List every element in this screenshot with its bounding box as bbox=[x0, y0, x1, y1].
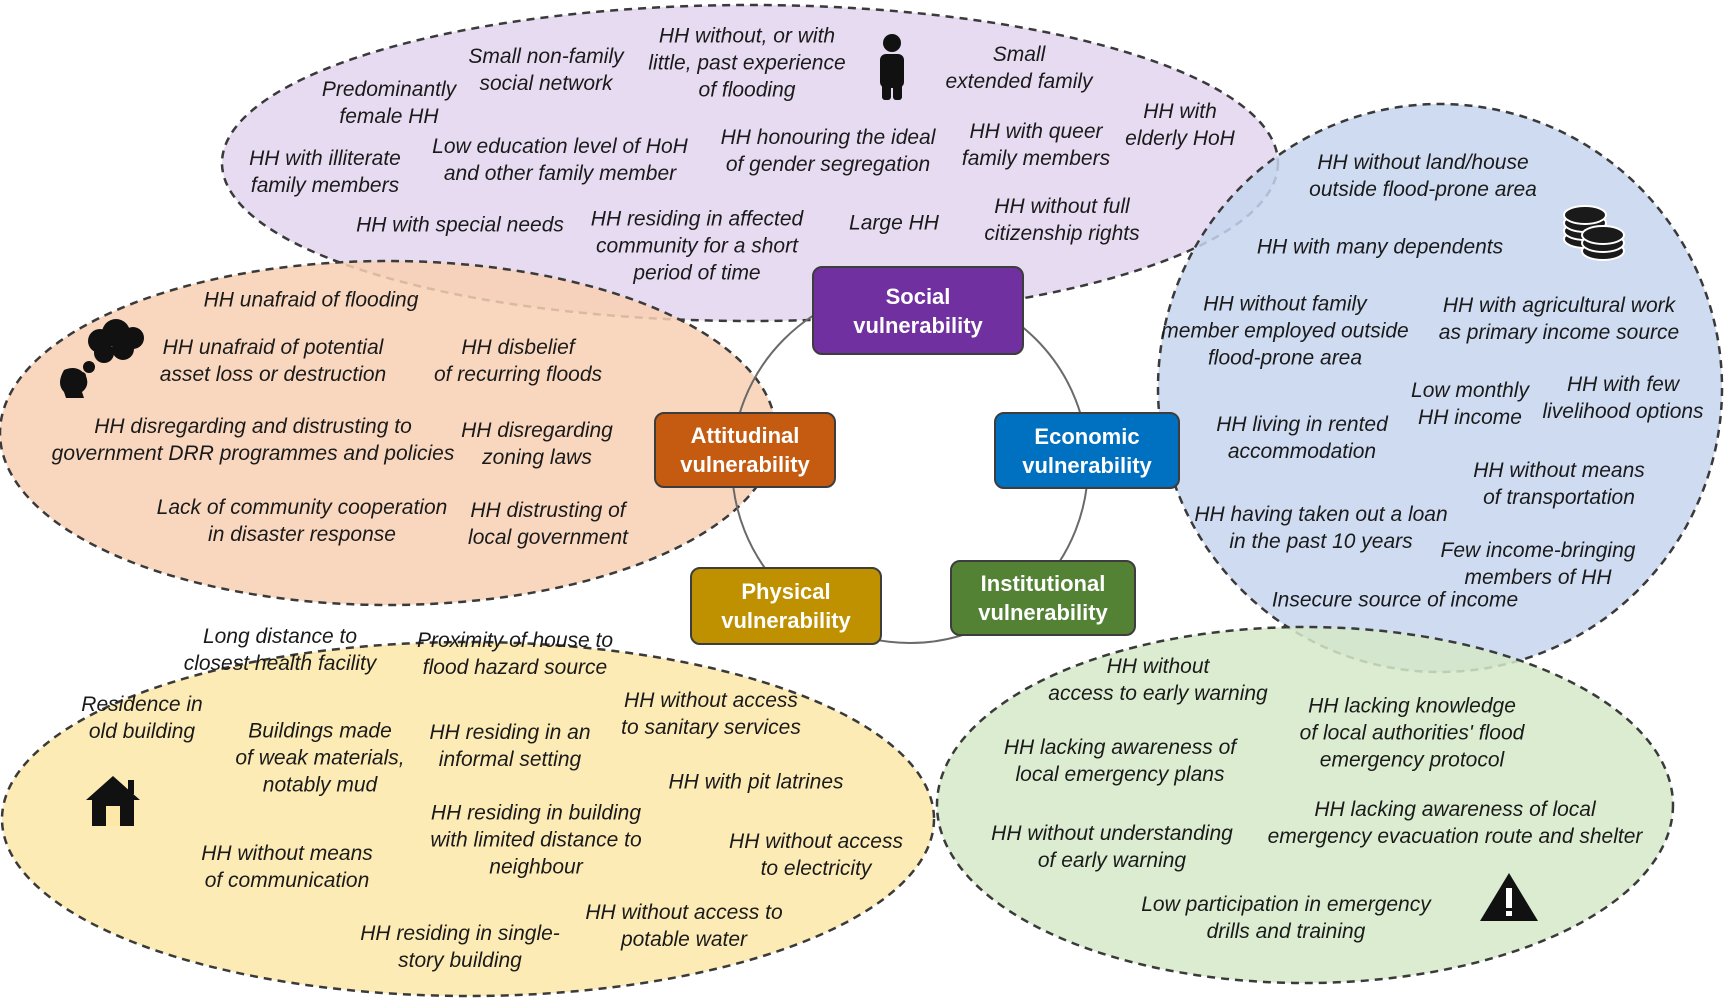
physical-item: HH residing in an informal setting bbox=[429, 721, 591, 771]
economic-item: HH living in rented accommodation bbox=[1216, 413, 1388, 463]
social-item: HH without full citizenship rights bbox=[984, 195, 1140, 245]
economic-item: HH having taken out a loan in the past 1… bbox=[1194, 503, 1448, 553]
attitudinal-vulnerability-box: Attitudinal vulnerability bbox=[654, 412, 836, 488]
economic-item: HH without family member employed outsid… bbox=[1161, 292, 1409, 370]
attitudinal-item: HH disregarding and distrusting to gover… bbox=[51, 415, 455, 465]
attitudinal-item: HH disregarding zoning laws bbox=[461, 419, 613, 469]
physical-item: Residence in old building bbox=[81, 693, 203, 743]
thought-bubble-icon bbox=[60, 319, 144, 398]
physical-item: HH residing in single- story building bbox=[360, 922, 560, 972]
social-item: Predominantly female HH bbox=[321, 78, 457, 128]
economic-item: Low monthly HH income bbox=[1411, 379, 1529, 429]
institutional-item: HH lacking knowledge of local authoritie… bbox=[1299, 694, 1525, 772]
house-icon bbox=[86, 776, 140, 826]
physical-item: HH without access to potable water bbox=[585, 901, 783, 951]
social-item: HH with illiterate family members bbox=[249, 147, 401, 197]
social-item: HH honouring the ideal of gender segrega… bbox=[720, 126, 936, 176]
physical-item: HH without access to electricity bbox=[729, 830, 903, 880]
institutional-item: HH without understanding of early warnin… bbox=[991, 822, 1233, 872]
social-item: Large HH bbox=[849, 211, 939, 235]
economic-item: HH without land/house outside flood-pron… bbox=[1309, 151, 1537, 201]
economic-item: HH with few livelihood options bbox=[1542, 373, 1704, 423]
attitudinal-item: HH distrusting of local government bbox=[468, 499, 628, 549]
attitudinal-item: HH unafraid of flooding bbox=[203, 288, 419, 312]
person-icon bbox=[880, 34, 904, 100]
social-item: Small extended family bbox=[945, 43, 1093, 93]
social-vulnerability-box: Social vulnerability bbox=[812, 266, 1024, 355]
economic-item: HH without means of transportation bbox=[1473, 459, 1645, 509]
social-item: Small non-family social network bbox=[468, 45, 624, 95]
physical-item: Proximity of house to flood hazard sourc… bbox=[416, 629, 614, 679]
social-item: HH with elderly HoH bbox=[1125, 100, 1235, 150]
economic-item: HH with agricultural work as primary inc… bbox=[1438, 294, 1680, 344]
social-item: HH without, or with little, past experie… bbox=[648, 24, 846, 102]
physical-vulnerability-box: Physical vulnerability bbox=[690, 567, 882, 645]
attitudinal-item: Lack of community cooperation in disaste… bbox=[156, 496, 448, 546]
economic-item: Few income-bringing members of HH bbox=[1440, 539, 1636, 589]
attitudinal-item: HH disbelief of recurring floods bbox=[433, 336, 603, 386]
institutional-item: HH lacking awareness of local emergency … bbox=[1003, 736, 1237, 786]
institutional-item: Low participation in emergency drills an… bbox=[1141, 893, 1431, 943]
social-item: Low education level of HoH and other fam… bbox=[432, 135, 688, 185]
social-item: HH with queer family members bbox=[961, 120, 1111, 170]
warning-icon bbox=[1480, 873, 1538, 921]
institutional-item: HH lacking awareness of local emergency … bbox=[1267, 798, 1643, 848]
institutional-vulnerability-box: Institutional vulnerability bbox=[950, 560, 1136, 636]
institutional-item: HH without access to early warning bbox=[1048, 655, 1268, 705]
social-item: HH with special needs bbox=[356, 213, 564, 237]
physical-ellipse bbox=[0, 640, 936, 998]
physical-item: HH with pit latrines bbox=[668, 770, 844, 794]
physical-item: Buildings made of weak materials, notabl… bbox=[235, 719, 405, 797]
physical-item: HH without means of communication bbox=[201, 842, 373, 892]
economic-vulnerability-box: Economic vulnerability bbox=[994, 412, 1180, 489]
attitudinal-item: HH unafraid of potential asset loss or d… bbox=[159, 336, 387, 386]
coins-icon bbox=[1563, 205, 1625, 261]
economic-item: Insecure source of income bbox=[1271, 588, 1519, 612]
social-item: HH residing in affected community for a … bbox=[590, 207, 804, 285]
institutional-ellipse bbox=[935, 625, 1675, 985]
physical-item: Long distance to closest health facility bbox=[183, 625, 377, 675]
economic-item: HH with many dependents bbox=[1256, 235, 1504, 259]
physical-item: HH residing in building with limited dis… bbox=[430, 801, 642, 879]
physical-item: HH without access to sanitary services bbox=[621, 689, 801, 739]
